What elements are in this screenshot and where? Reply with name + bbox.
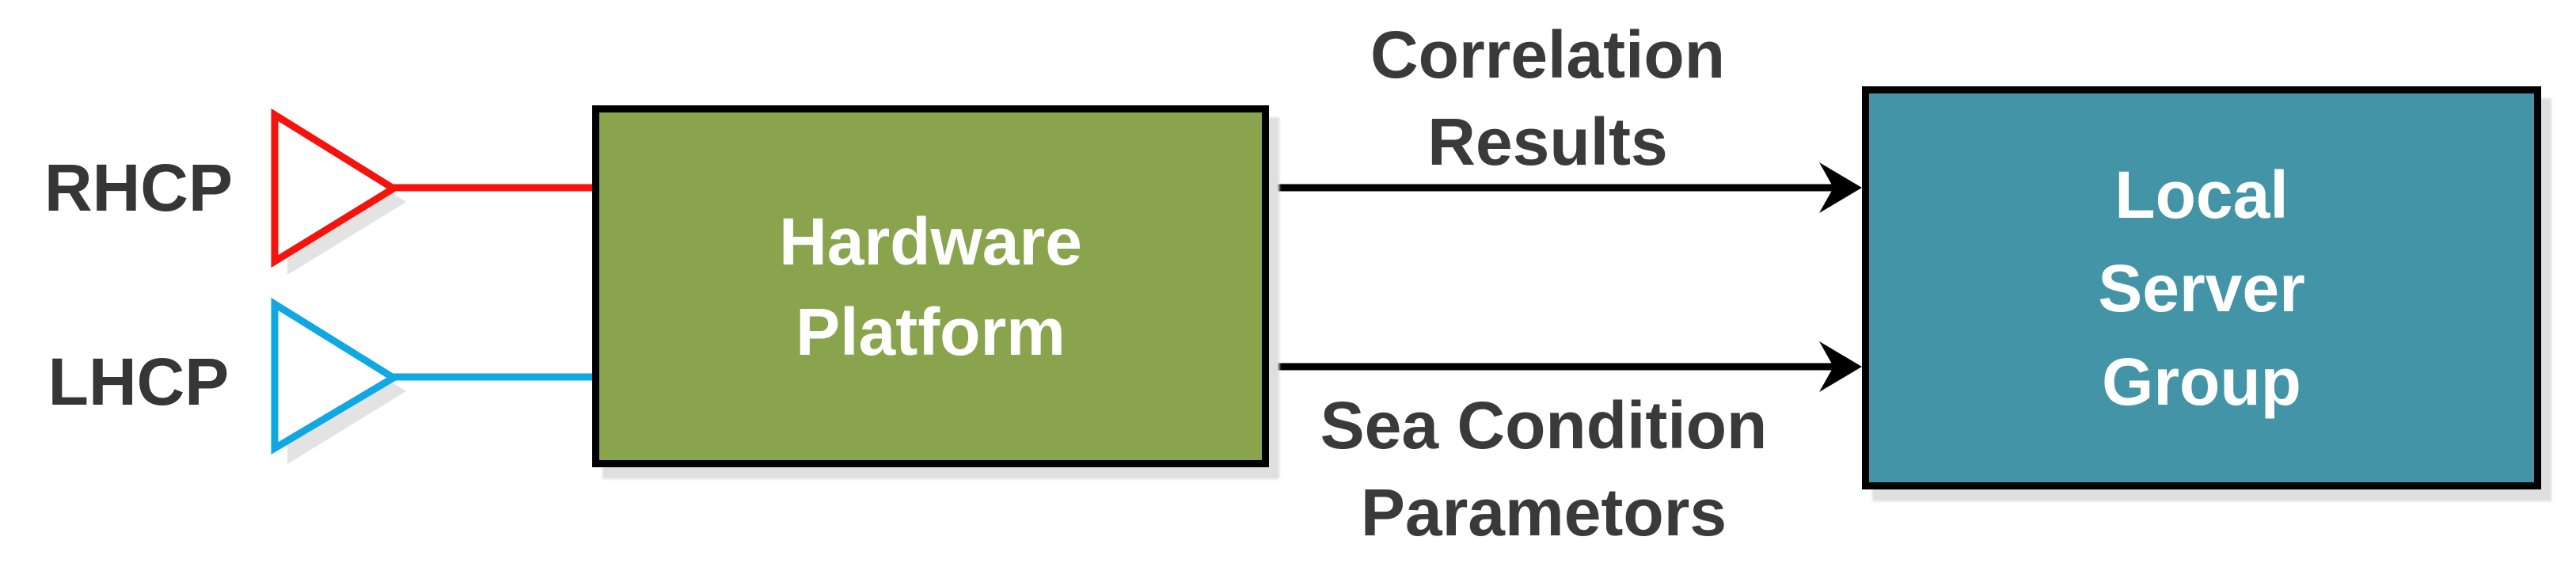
lhcp-input-label: LHCP: [47, 345, 230, 419]
lhcp-antenna-icon: [271, 297, 406, 464]
sea-condition-arrow: [1269, 341, 1862, 392]
correlation-results-arrowhead: [1819, 162, 1862, 213]
correlation-results-label-line2: Results: [1427, 105, 1668, 179]
correlation-results-label-line1: Correlation: [1370, 17, 1726, 92]
lhcp-antenna-triangle: [271, 297, 401, 455]
rhcp-input-label: RHCP: [44, 150, 233, 225]
hardware-platform-label-line2: Platform: [796, 294, 1066, 369]
correlation-results-arrow: [1269, 162, 1862, 213]
local-server-group-label-line1: Local: [2114, 157, 2289, 232]
sea-condition-parametors-label: Sea Condition Parametors: [1267, 382, 1821, 556]
hardware-platform-block: Hardware Platform: [592, 105, 1269, 467]
local-server-group-block: Local Server Group: [1862, 86, 2541, 489]
sea-condition-parametors-label-line2: Parametors: [1360, 475, 1727, 550]
correlation-results-label: Correlation Results: [1275, 11, 1821, 185]
rhcp-antenna-triangle: [271, 108, 401, 268]
sea-condition-parametors-label-line1: Sea Condition: [1320, 388, 1768, 463]
hardware-platform-label-line1: Hardware: [779, 204, 1082, 279]
sea-condition-arrowhead: [1819, 341, 1862, 392]
local-server-group-label-line2: Server: [2098, 250, 2305, 325]
rhcp-antenna-icon: [271, 108, 406, 275]
local-server-group-label-line3: Group: [2102, 344, 2301, 419]
